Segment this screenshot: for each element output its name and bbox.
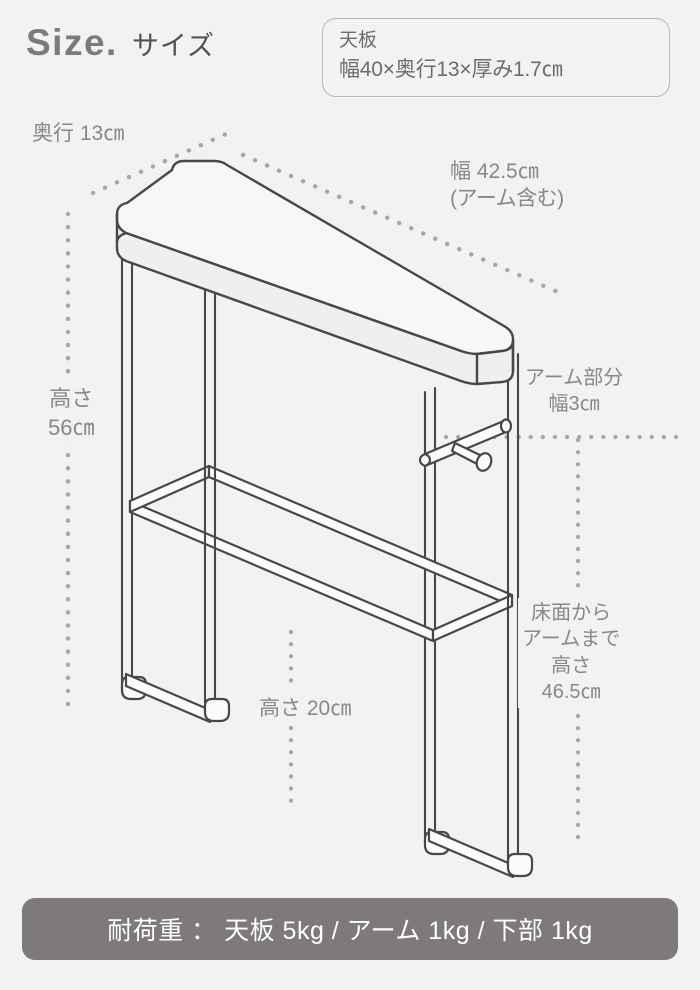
floor-to-arm-line1: 床面から [531,602,612,624]
floor-to-arm-line3: 高さ [551,654,592,677]
shelf-height-label: 高さ 20㎝ [252,692,359,726]
page-title-en: Size. [26,22,118,63]
leg-front-right [506,352,534,878]
width-label-line2: (アーム含む) [450,187,564,211]
load-capacity-banner: 耐荷重 ： 天板 5kg / アーム 1kg / 下部 1kg [22,898,678,960]
arm-hook [418,418,513,472]
page-title-jp: サイズ [131,31,216,61]
arm-width-label: アーム部分 幅3㎝ [521,364,628,418]
floor-to-arm-label: 床面から アームまで 高さ 46.5㎝ [518,598,625,708]
arm-width-label-line2: 幅3㎝ [548,393,600,415]
total-height-label: 高さ 56㎝ [43,383,100,445]
width-label: 幅 42.5㎝ (アーム含む) [450,158,564,213]
total-height-label-line1: 高さ [49,386,94,411]
width-label-line1: 幅 42.5㎝ [450,160,539,183]
tabletop-spec-value: 幅40×奥行13×厚み1.7㎝ [339,57,563,81]
lower-shelf-frame [128,464,514,643]
depth-dotted-leader [90,131,229,196]
tabletop-spec-label: 天板 [339,30,378,51]
tabletop [115,159,515,386]
width-dotted-leader [240,152,563,296]
page-title: Size. サイズ [26,22,215,64]
depth-label: 奥行 13㎝ [32,122,125,145]
tabletop-spec-box: 天板 幅40×奥行13×厚み1.7㎝ [322,18,670,97]
load-capacity-text: 耐荷重 ： 天板 5kg / アーム 1kg / 下部 1kg [107,917,593,945]
total-height-label-line2: 56㎝ [48,414,95,440]
arm-width-label-line1: アーム部分 [525,367,624,389]
floor-to-arm-line4: 46.5㎝ [541,681,601,704]
floor-to-arm-line2: アームまで [522,628,621,651]
leg-back-left [120,230,148,701]
